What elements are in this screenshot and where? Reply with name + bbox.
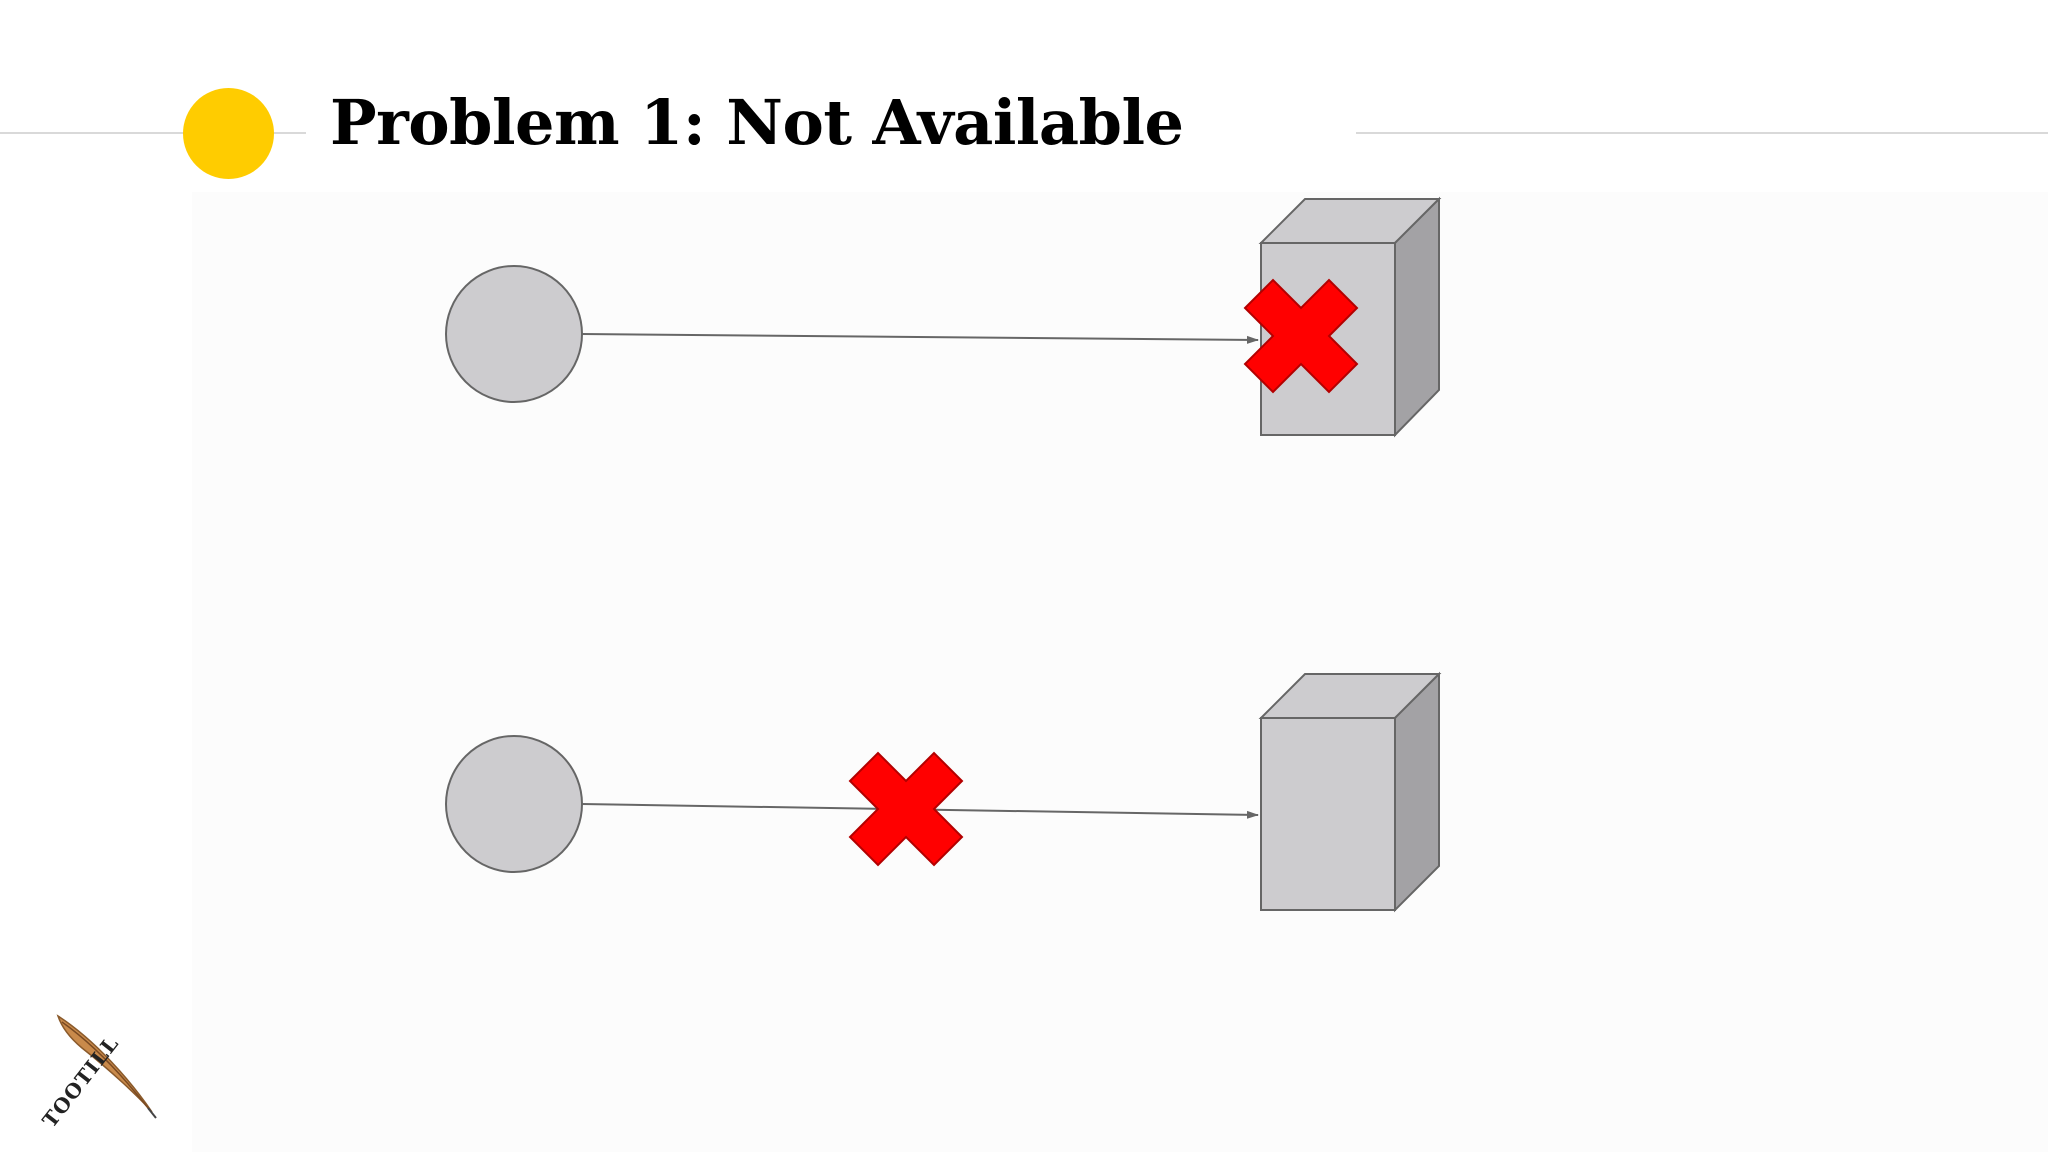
slide-title: Problem 1: Not Available	[330, 86, 1184, 159]
title-bullet-dot	[183, 88, 274, 179]
client-circle	[445, 265, 583, 403]
red-x-icon	[848, 751, 964, 867]
server-box-icon	[1258, 671, 1442, 913]
title-rule-left	[0, 132, 306, 134]
client-circle	[445, 735, 583, 873]
diagram-row-2	[445, 671, 1442, 913]
diagram-row-1	[445, 196, 1442, 438]
quill-pen-logo: TOOTILL	[37, 1014, 157, 1132]
connection-arrow	[581, 333, 1259, 344]
red-x-icon	[1243, 278, 1359, 394]
title-rule-right	[1356, 132, 2048, 134]
